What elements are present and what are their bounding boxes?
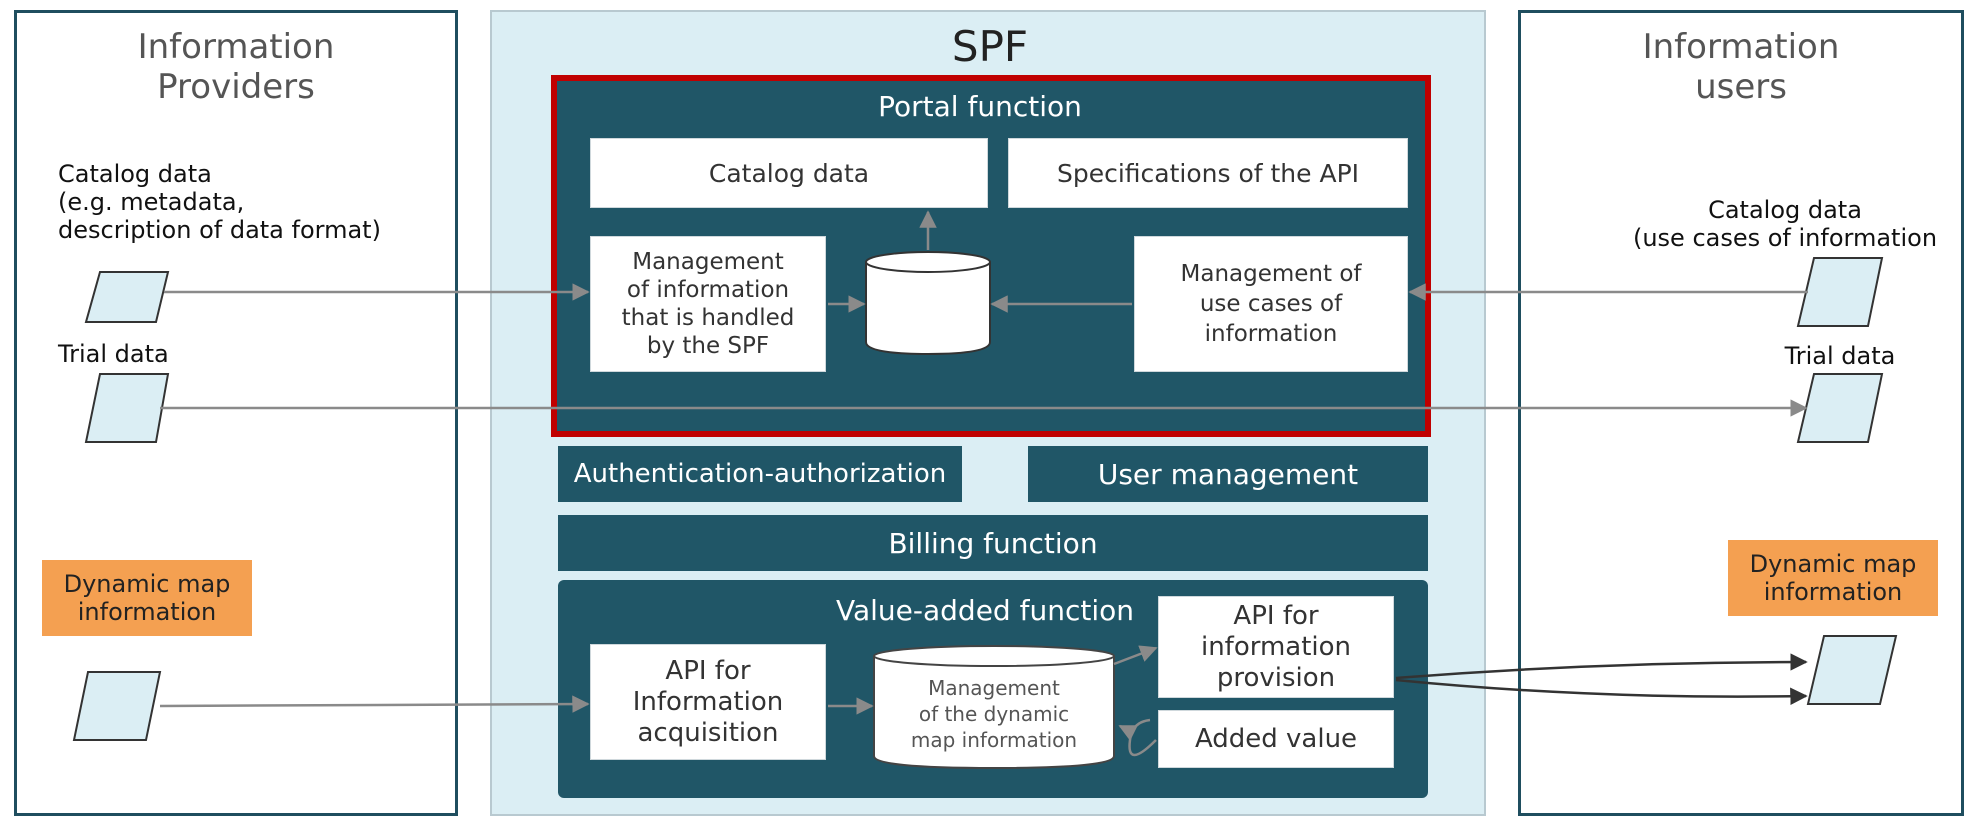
spf-title: SPF xyxy=(951,21,1029,71)
provider-dynamic-tag: Dynamic map information xyxy=(42,560,252,636)
added-value-box: Added value xyxy=(1158,710,1394,768)
arrow-provision-to-user-2 xyxy=(1395,678,1808,706)
management-dynamic-label: Management of the dynamic map informatio… xyxy=(910,676,1078,752)
arrow-added-value-loop xyxy=(1128,718,1157,757)
management-info-box: Management of information that is handle… xyxy=(590,236,826,372)
dynamic-map-database-icon xyxy=(873,645,1115,770)
provider-trial-shape xyxy=(84,373,170,443)
api-acquisition-box: API for Information acquisition xyxy=(590,644,826,760)
user-dynamic-shape xyxy=(1806,635,1898,705)
user-trial-shape xyxy=(1796,373,1884,443)
catalog-data-box: Catalog data xyxy=(590,138,988,208)
portal-database-icon xyxy=(865,251,991,356)
auth-box: Authentication-authorization xyxy=(558,446,962,502)
users-title: Information users xyxy=(1642,27,1840,107)
providers-title: Information Providers xyxy=(137,27,335,107)
user-catalog-label: Catalog data (use cases of information xyxy=(1632,196,1938,252)
provider-catalog-label: Catalog data (e.g. metadata, description… xyxy=(58,160,381,244)
arrow-provision-to-user-1 xyxy=(1395,653,1808,680)
value-added-title: Value-added function xyxy=(836,593,1134,627)
user-catalog-shape xyxy=(1796,257,1884,327)
provider-trial-label: Trial data xyxy=(58,340,169,368)
user-trial-label: Trial data xyxy=(1784,342,1896,370)
arrow-added-value-head xyxy=(1118,724,1139,741)
provider-dynamic-shape xyxy=(72,671,162,741)
provider-catalog-shape xyxy=(84,271,170,323)
arrow-db-to-provision xyxy=(1113,645,1158,666)
billing-box: Billing function xyxy=(558,515,1428,571)
users-panel: Information users xyxy=(1518,10,1964,816)
user-management-box: User management xyxy=(1028,446,1428,502)
api-specs-box: Specifications of the API xyxy=(1008,138,1408,208)
management-use-cases-box: Management of use cases of information xyxy=(1134,236,1408,372)
arrow-provider-dynamic xyxy=(159,695,590,713)
portal-highlight-border xyxy=(551,75,1431,437)
portal-function-title: Portal function xyxy=(878,89,1082,123)
api-provision-box: API for information provision xyxy=(1158,596,1394,698)
user-dynamic-tag: Dynamic map information xyxy=(1728,540,1938,616)
